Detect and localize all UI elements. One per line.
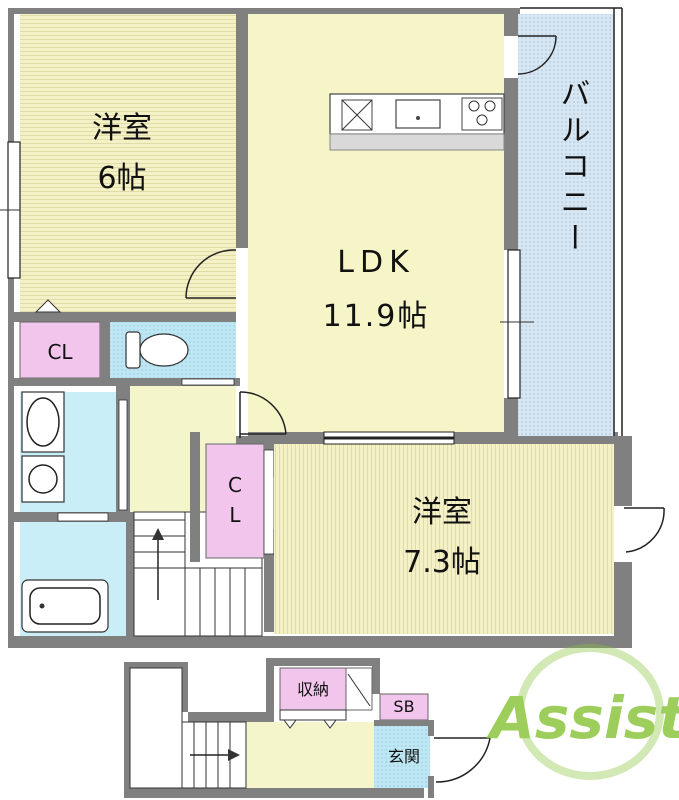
ldk-hall-door	[236, 386, 287, 438]
storage-label: 収納	[297, 680, 329, 699]
entrance-label: 玄関	[388, 747, 420, 766]
room-7-size: 7.3帖	[403, 545, 481, 580]
balcony-window	[507, 249, 521, 399]
ldk-size: 11.9帖	[323, 299, 430, 334]
lower-floor	[124, 658, 491, 798]
shoe-box	[379, 693, 429, 721]
room-6-name: 洋室	[92, 111, 152, 146]
kitchen-counter	[329, 93, 505, 151]
balcony-door	[506, 35, 557, 78]
room-7-name: 洋室	[412, 495, 472, 530]
washing-machine-icon	[21, 455, 65, 503]
closet-1-label: CL	[47, 340, 73, 364]
storage-closet	[279, 667, 347, 711]
room-6-door	[185, 248, 248, 302]
stove-icon	[461, 97, 503, 131]
closet-cl-2	[205, 443, 265, 559]
balcony-floor	[518, 14, 614, 436]
bathtub-icon	[21, 579, 109, 633]
ldk-floor	[248, 14, 504, 432]
balcony-label: バルコニー	[555, 78, 590, 258]
logo-text: Assist	[486, 684, 679, 752]
closet-cl-1	[19, 321, 101, 379]
entrance-door	[434, 737, 491, 783]
western-room-7-floor	[274, 444, 614, 634]
western-room-6-floor	[20, 14, 236, 312]
room-7-door	[614, 506, 665, 562]
room-6-size: 6帖	[97, 161, 146, 196]
closet-2-label-l: L	[229, 503, 241, 527]
toilet-icon	[125, 331, 189, 369]
sink-icon	[395, 99, 441, 129]
staircase-lower	[181, 721, 247, 789]
assist-logo: Assist	[486, 644, 679, 780]
closet-2-label-c: C	[228, 473, 242, 497]
washbasin-icon	[21, 391, 65, 453]
shoe-box-label: SB	[393, 697, 414, 716]
ldk-name: LDK	[337, 245, 415, 280]
entrance-floor	[374, 726, 430, 788]
